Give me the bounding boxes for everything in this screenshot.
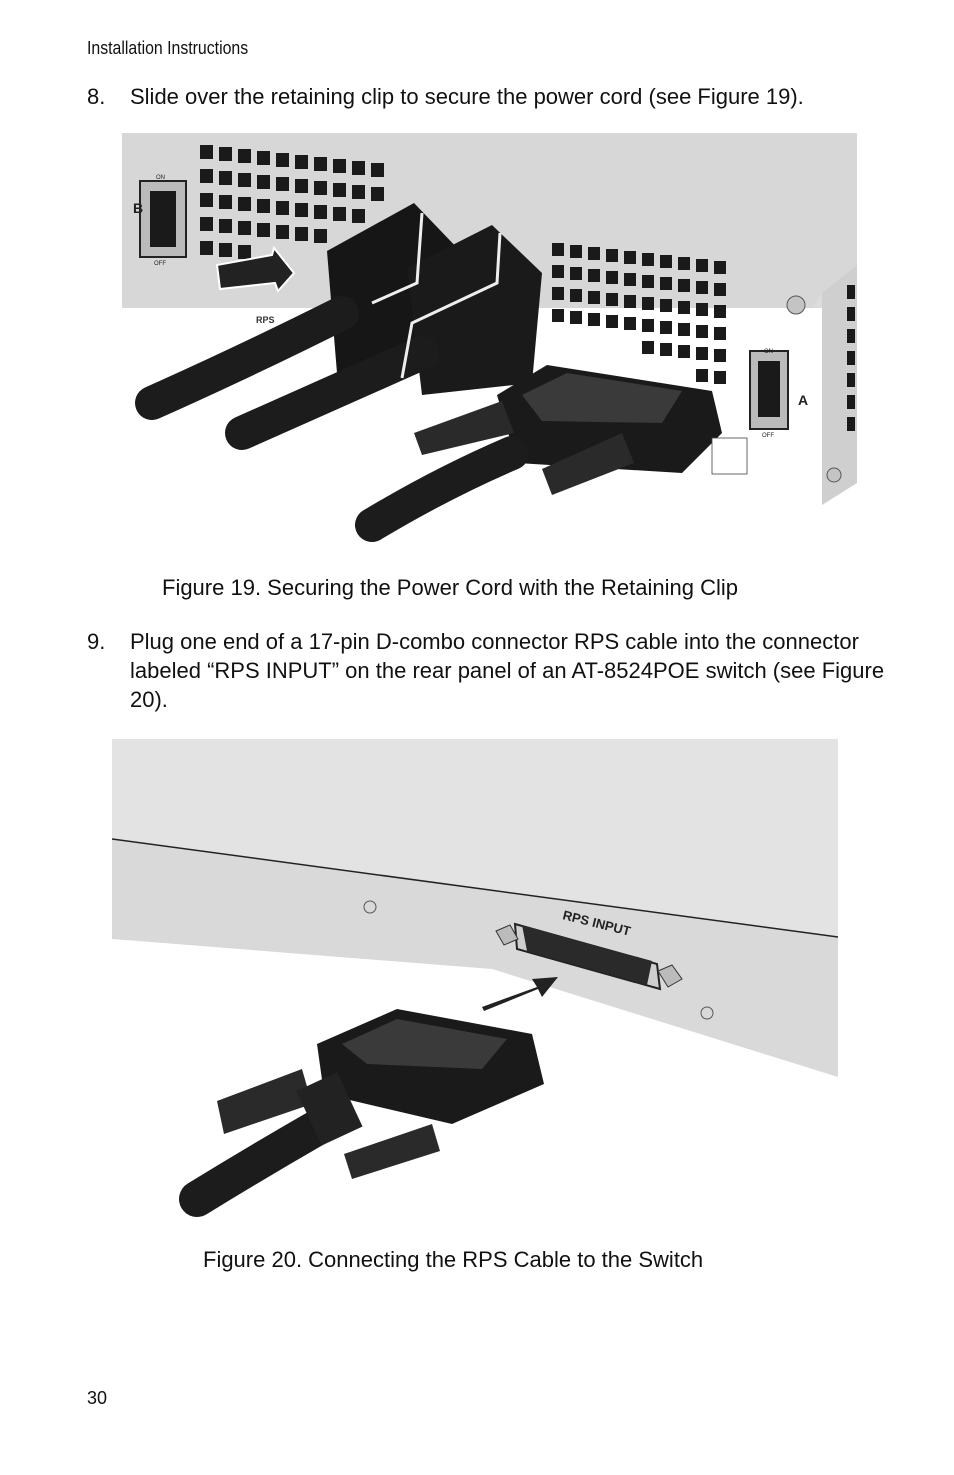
switch-b-label: B <box>133 200 143 216</box>
step-number: 9. <box>87 629 106 654</box>
switch-a-label: A <box>798 392 808 408</box>
step-text: Slide over the retaining clip to secure … <box>130 84 804 109</box>
step-number: 8. <box>87 84 106 109</box>
switch-b-off-label: OFF <box>154 261 166 267</box>
running-header: Installation Instructions <box>87 38 249 58</box>
figure-19-caption: Figure 19. Securing the Power Cord with … <box>162 575 738 600</box>
figure-20-caption: Figure 20. Connecting the RPS Cable to t… <box>203 1247 704 1272</box>
rps-label: RPS <box>256 315 275 325</box>
figure-20-illustration: RPS INPUT <box>111 739 839 1219</box>
switch-a-on-label: ON <box>764 349 773 355</box>
switch-b-on-label: ON <box>156 175 165 181</box>
step-text: Plug one end of a 17-pin D-combo connect… <box>130 629 885 712</box>
switch-a-off-label: OFF <box>762 433 774 439</box>
page-number: 30 <box>87 1388 108 1408</box>
figure-19-illustration: B ON OFF A ON OFF RPS <box>122 133 857 553</box>
